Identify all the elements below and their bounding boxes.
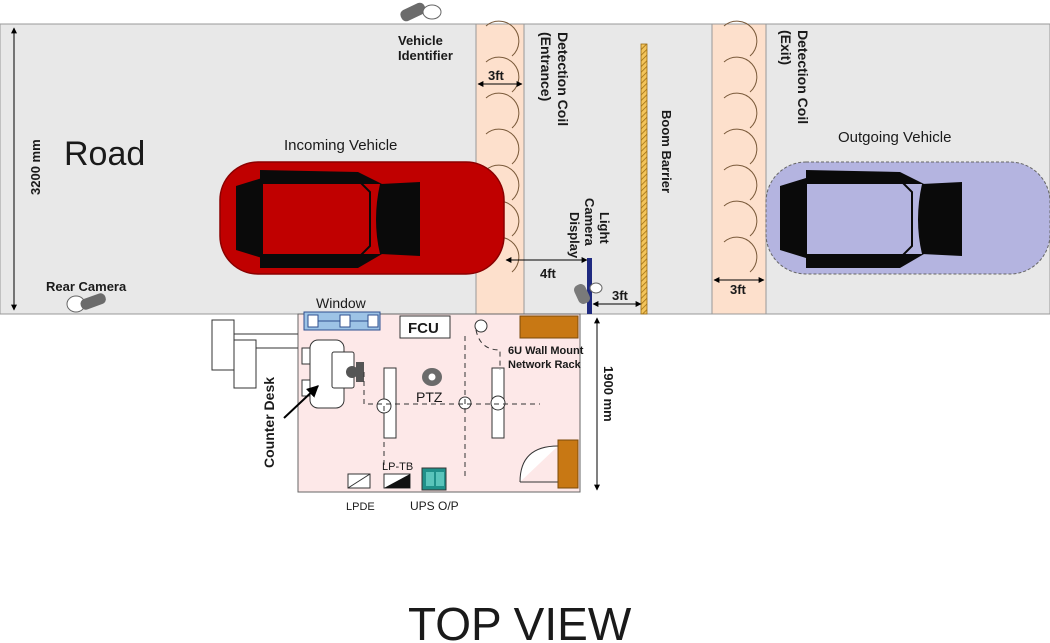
svg-text:Display: Display	[567, 212, 582, 259]
window-label: Window	[316, 295, 367, 311]
light-camera-display-label: Light	[597, 212, 612, 244]
display-label: Display	[567, 212, 582, 259]
svg-text:Light: Light	[597, 212, 612, 244]
exit-detection-coil	[711, 20, 767, 315]
svg-text:Detection Coil: Detection Coil	[795, 30, 811, 124]
outgoing-vehicle	[765, 161, 1050, 275]
lp-tb-label: LP-TB	[382, 461, 413, 473]
entrance-coil-label: Detection Coil (Entrance)	[538, 32, 571, 126]
incoming-vehicle-label: Incoming Vehicle	[284, 137, 397, 154]
ptz-camera-icon	[422, 368, 442, 386]
ptz-label: PTZ	[416, 389, 443, 405]
exit-coil-label: Detection Coil (Exit)	[778, 30, 811, 124]
ups-label: UPS O/P	[410, 499, 459, 513]
road-label: Road	[64, 135, 145, 173]
rear-camera-icon	[66, 293, 106, 313]
svg-text:Camera: Camera	[582, 198, 597, 246]
lpde-label: LPDE	[346, 501, 375, 513]
outside-desk-1	[211, 319, 235, 371]
counter-desk-arrow	[283, 385, 319, 419]
svg-text:(Entrance): (Entrance)	[538, 32, 554, 101]
gap-to-barrier-label: 3ft	[612, 288, 629, 303]
lpde-box	[347, 473, 371, 489]
rear-camera-label: Rear Camera	[46, 279, 127, 294]
incoming-vehicle	[219, 161, 505, 275]
booth-depth-label: 1900 mm	[601, 366, 616, 422]
entrance-coil-width-label: 3ft	[488, 68, 505, 83]
fcu-unit	[399, 315, 451, 339]
window	[303, 311, 381, 331]
network-rack-label-line2: Network Rack	[508, 359, 582, 371]
exit-coil-width-label: 3ft	[730, 282, 747, 297]
outside-desk-2	[233, 339, 257, 389]
boom-barrier	[640, 43, 648, 315]
network-rack	[519, 315, 579, 339]
vehicle-identifier-camera-icon	[400, 2, 442, 22]
gap-to-display-label: 4ft	[540, 266, 557, 281]
display-post	[587, 258, 592, 314]
fcu-label: FCU	[408, 320, 439, 337]
counter-desk-label: Counter Desk	[261, 377, 277, 468]
diagram-caption: TOP VIEW	[408, 598, 632, 643]
outgoing-vehicle-label: Outgoing Vehicle	[838, 129, 951, 146]
svg-text:(Exit): (Exit)	[778, 30, 794, 65]
road-width-label: 3200 mm	[28, 139, 43, 195]
vehicle-identifier-label-line2: Identifier	[398, 48, 453, 63]
boom-barrier-label: Boom Barrier	[659, 110, 674, 193]
network-rack-label-line1: 6U Wall Mount	[508, 345, 584, 357]
svg-text:Detection Coil: Detection Coil	[555, 32, 571, 126]
camera-label: Camera	[582, 198, 597, 246]
ups-box	[421, 467, 447, 491]
vehicle-identifier-label-line1: Vehicle	[398, 33, 443, 48]
display-camera-icon	[573, 282, 603, 304]
booth-wiring	[363, 319, 540, 480]
lp-tb-box	[383, 473, 411, 489]
door	[519, 439, 579, 489]
